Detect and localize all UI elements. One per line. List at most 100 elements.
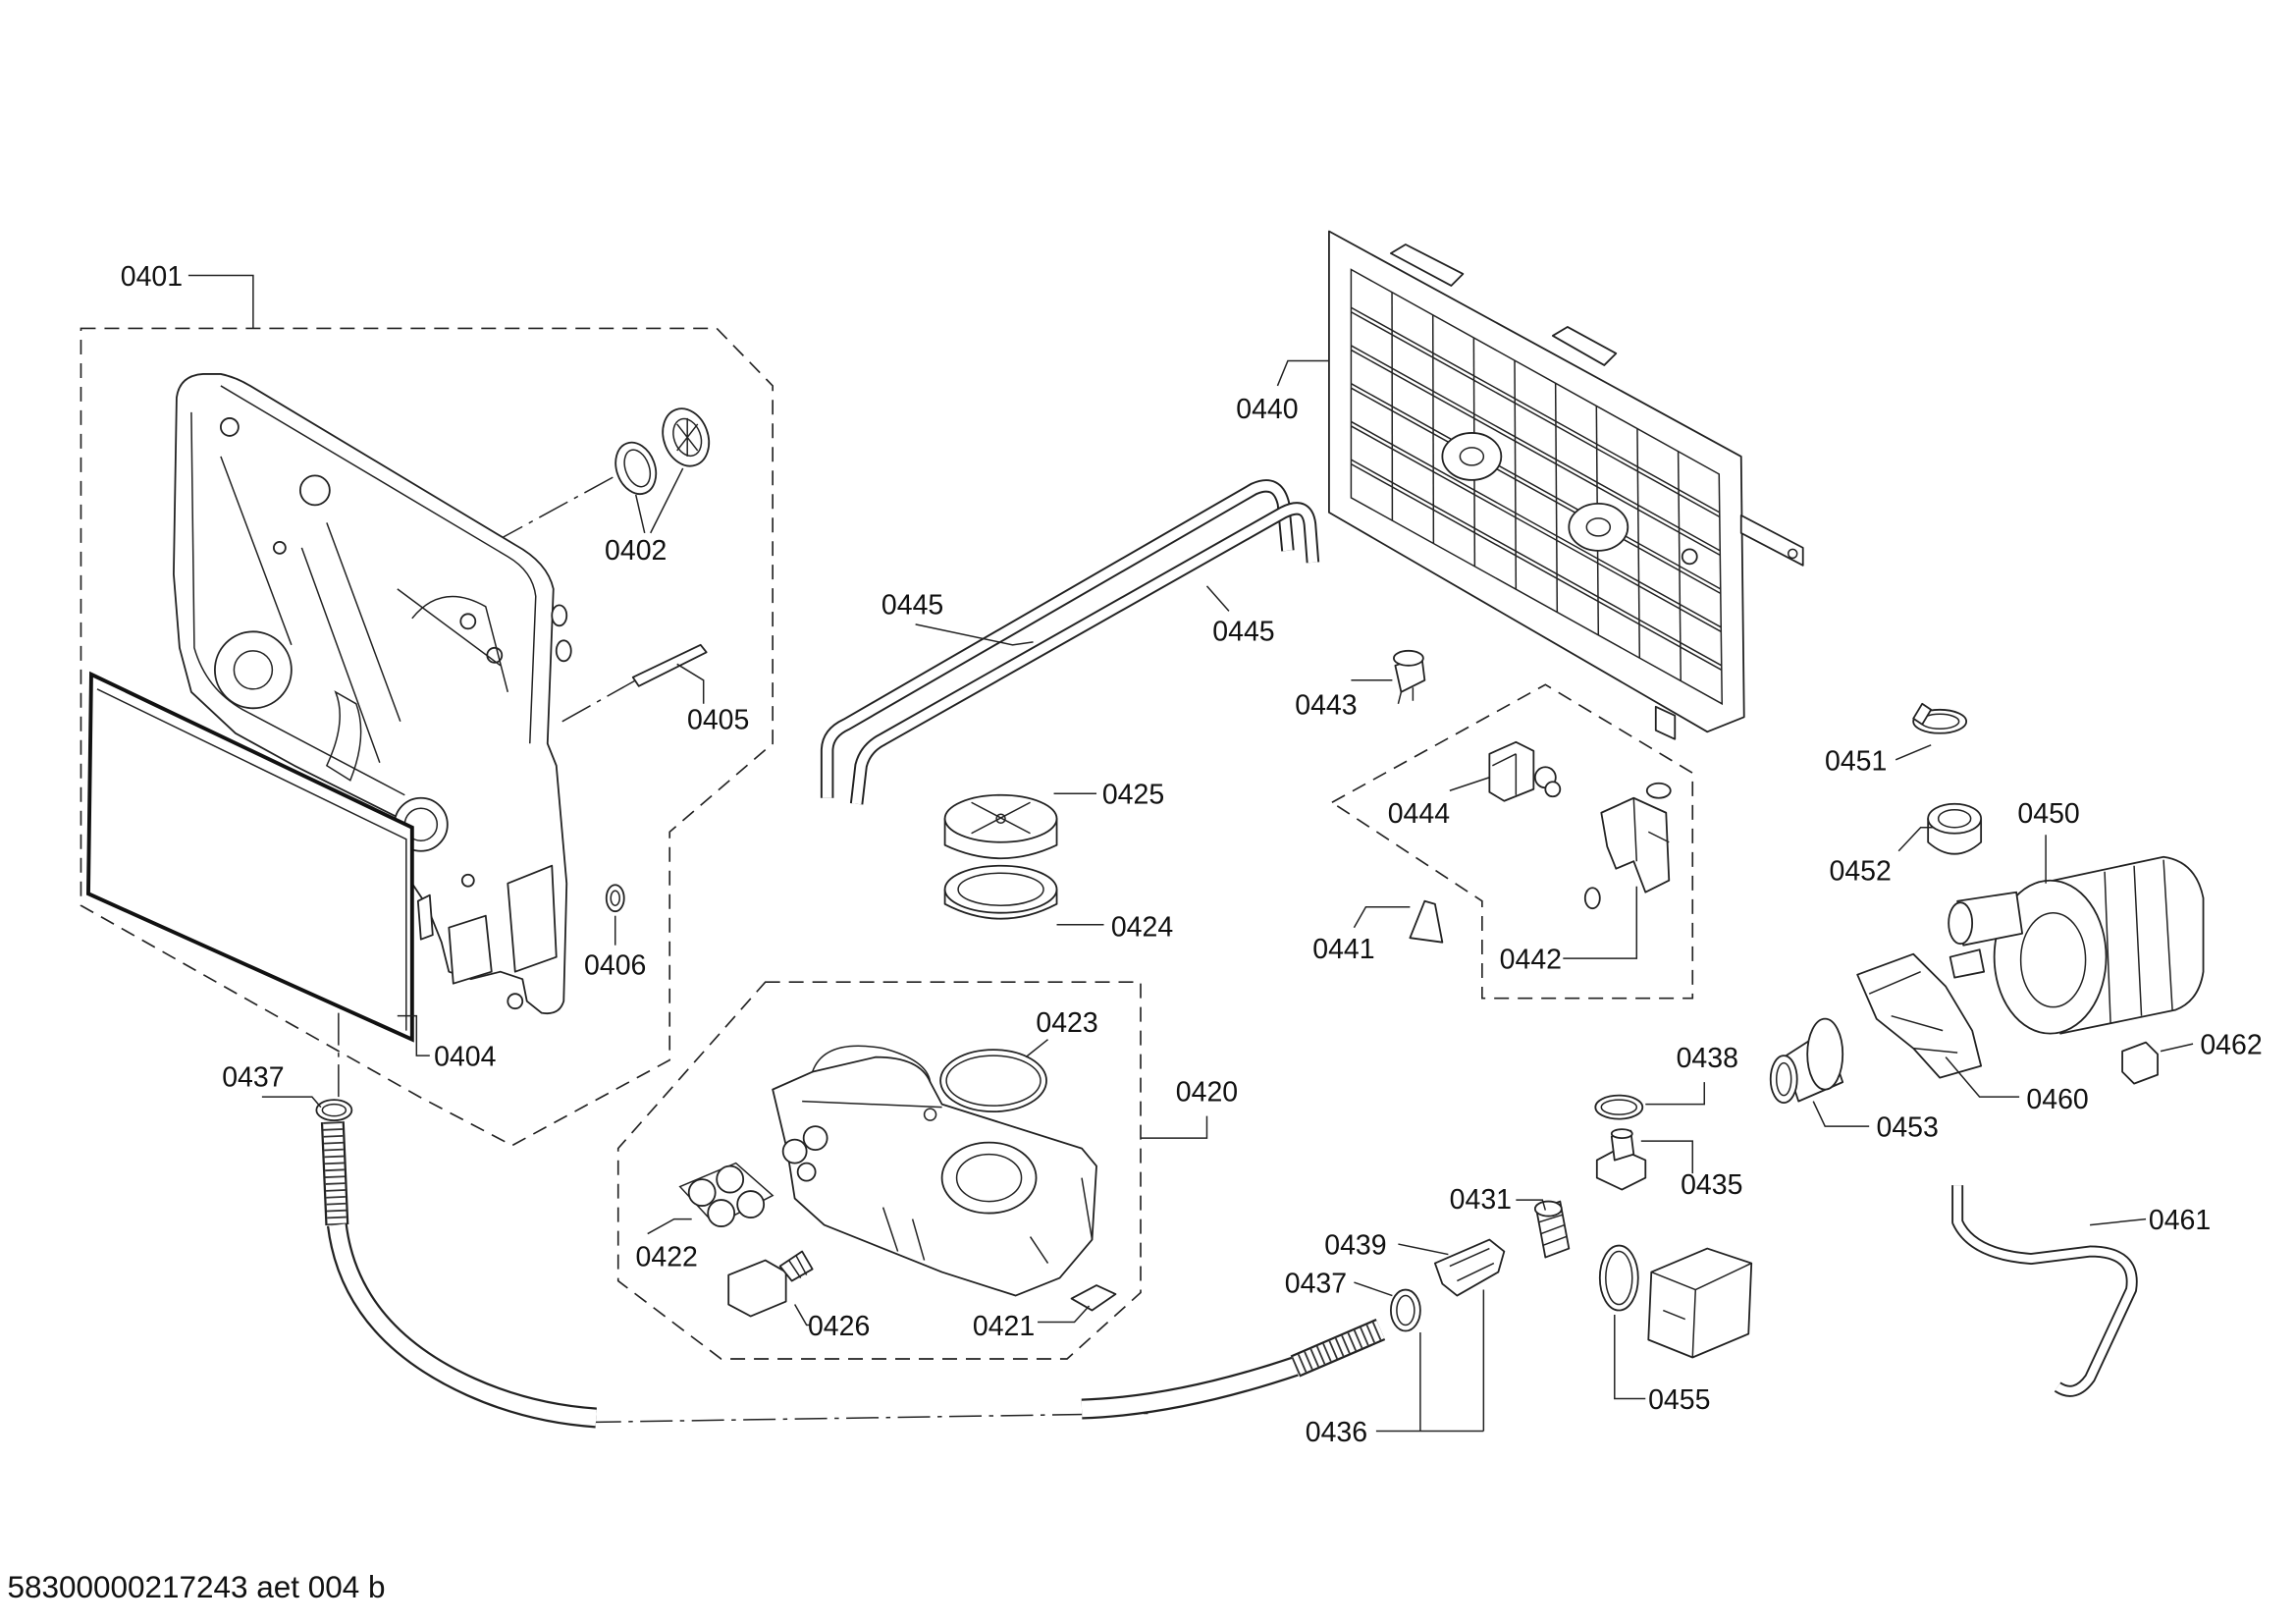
leader-0420 (1141, 1115, 1208, 1139)
pump-inlet-opening (1948, 901, 1974, 946)
cover-fitting (448, 914, 493, 985)
pump-motor-ribs (2104, 859, 2173, 1024)
callout-0402: 0402 (605, 535, 667, 567)
frame-tab (1389, 244, 1465, 287)
part-0426-valve (727, 1250, 814, 1318)
cover-hole (272, 540, 287, 555)
gasket-inner (945, 1055, 1041, 1107)
callout-0439: 0439 (1324, 1230, 1386, 1262)
cover-hole (298, 474, 331, 507)
leader-0404 (397, 1014, 430, 1056)
leader-0455 (1614, 1315, 1646, 1400)
part-0425-cap (943, 793, 1058, 860)
frame-grid-rib (1351, 425, 1722, 632)
leader-0402 (634, 494, 646, 534)
housing-outline (772, 1056, 1097, 1297)
hose-corrugated-inner (323, 1121, 347, 1225)
frame-grid-rib (1351, 349, 1721, 557)
leader-0439 (1398, 1243, 1449, 1256)
callout-labels: 0401 0402 0405 0406 0404 0437 0445 0445 … (121, 261, 2263, 1448)
sensor-connector (1492, 753, 1518, 795)
leader-0444 (1449, 777, 1490, 791)
leader-0401 (187, 274, 254, 329)
leader-0402 (650, 467, 684, 534)
housing-hole (923, 1108, 937, 1121)
frame-grid-rib (1351, 311, 1721, 518)
part-0444-sensor (1488, 740, 1562, 802)
leader-0435 (1640, 1140, 1694, 1174)
part-0443-clip (1392, 649, 1426, 704)
part-0404-panel (85, 671, 434, 1043)
housing-port (802, 1125, 828, 1152)
leader-lines (187, 274, 2194, 1433)
check-valve-spokes (676, 417, 699, 457)
callout-0436: 0436 (1306, 1417, 1367, 1448)
connector-inner (1775, 1061, 1792, 1097)
callout-0431: 0431 (1450, 1184, 1512, 1216)
frame-tab (1739, 514, 1804, 567)
clip-legs (1397, 687, 1415, 704)
callout-0440: 0440 (1236, 394, 1298, 425)
frame-tab (1551, 326, 1618, 366)
pump-seal-inner (1605, 1250, 1633, 1306)
part-0461-hose (1951, 1185, 2138, 1397)
leader-0437 (261, 1096, 322, 1109)
callout-0453: 0453 (1876, 1112, 1938, 1144)
pump-seal (1598, 1244, 1639, 1312)
frame-grid-rib (1554, 383, 1559, 613)
frame-grid-rib (1351, 383, 1722, 590)
callout-0461: 0461 (2149, 1205, 2211, 1236)
callout-0445: 0445 (1212, 616, 1274, 647)
bracket-detail (1868, 970, 1958, 1054)
callout-0441: 0441 (1312, 934, 1374, 965)
seal (707, 1199, 736, 1227)
assembly-boundary-0420 (616, 981, 1142, 1360)
part-0440-frame (1328, 230, 1804, 740)
pump-body (1647, 1247, 1753, 1359)
clip-head (1392, 649, 1424, 667)
housing-port (796, 1162, 817, 1182)
hose-tube-inner (329, 1223, 597, 1427)
callout-0444: 0444 (1388, 798, 1450, 830)
check-valve-inner (672, 417, 703, 458)
frame-grid-rib (1351, 459, 1723, 667)
seal (687, 1178, 717, 1207)
leader-0440 (1276, 359, 1329, 387)
leader-0437 (1354, 1281, 1393, 1297)
leader-0445 (915, 623, 1034, 646)
part-0462-block (2121, 1041, 2159, 1085)
leader-0426 (794, 1304, 810, 1326)
callout-0438: 0438 (1677, 1043, 1738, 1074)
frame-hole (1681, 548, 1698, 566)
valve-body (727, 1259, 787, 1318)
part-0423-gasket (939, 1049, 1047, 1113)
frame-grid-rib (1431, 314, 1435, 544)
callout-0452: 0452 (1830, 856, 1892, 888)
housing-clip (1070, 1284, 1117, 1312)
gasket-outer (939, 1049, 1047, 1113)
hose-ring-inner (321, 1103, 347, 1117)
part-0422-seal-set (678, 1162, 774, 1227)
frame-grid-rib (1677, 451, 1682, 681)
document-id: 58300000217243 aet 004 b (7, 1570, 385, 1604)
panel-outline (85, 671, 414, 1043)
cap-center (995, 813, 1006, 824)
cover-connector (555, 639, 572, 663)
housing-socket-inner (955, 1153, 1023, 1203)
part-0424-ring (943, 864, 1058, 920)
cover-hole-inner (233, 650, 274, 690)
frame-grid-rib (1351, 420, 1722, 628)
callout-0455: 0455 (1648, 1384, 1710, 1416)
hose-tube-inner (1081, 1358, 1299, 1418)
callout-0423: 0423 (1036, 1007, 1097, 1039)
cover-fitting-hole (507, 993, 524, 1010)
frame-hub (1441, 432, 1503, 481)
hose-corrugated-inner (1291, 1321, 1385, 1376)
part-0406-ring (605, 884, 625, 913)
housing-detail (881, 1177, 1094, 1264)
frame-hub-inner (1459, 447, 1485, 466)
clip-detail (1449, 1247, 1495, 1282)
callout-0421: 0421 (973, 1311, 1035, 1342)
callout-0424: 0424 (1111, 912, 1173, 944)
connector-flange (1806, 1017, 1844, 1091)
